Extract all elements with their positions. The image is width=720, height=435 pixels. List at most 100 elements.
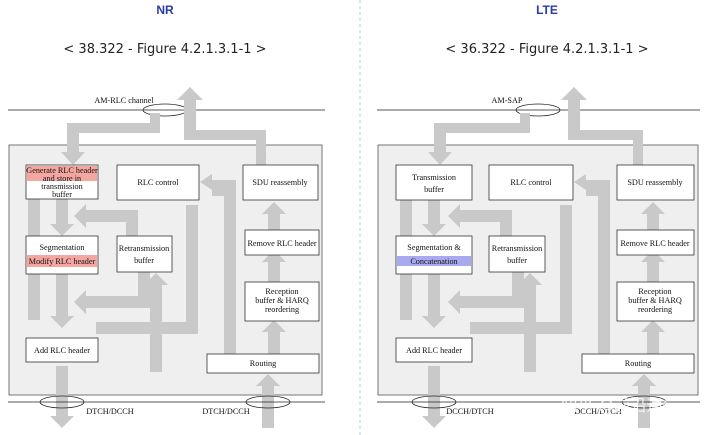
lte-add-label: Add RLC header — [406, 346, 462, 355]
nr-arrow-retx-down — [74, 272, 150, 314]
lte-bottom-right-label: DCCH/DTCH — [574, 407, 621, 416]
nr-arrow-sap-to-generate — [61, 113, 160, 165]
lte-concat-highlight — [397, 256, 471, 266]
nr-routing-label: Routing — [250, 359, 276, 368]
nr-retransmission-box: Retransmission buffer — [116, 235, 173, 273]
lte-remove-label: Remove RLC header — [620, 239, 689, 248]
nr-figure-ref: < 38.322 - Figure 4.2.1.3.1-1 > — [63, 42, 266, 57]
nr-arrow-routing-to-control — [200, 174, 236, 356]
lte-arrow-bottom-to-routing — [632, 374, 656, 428]
lte-section: LTE < 36.322 - Figure 4.2.1.3.1-1 > AM-S… — [377, 3, 700, 428]
nr-arrow-remove-to-sdu — [262, 202, 286, 230]
nr-add-header-box: Add RLC header — [25, 337, 99, 363]
nr-reception-box: Reception buffer & HARQ reordering — [244, 281, 320, 322]
nr-retx-label-1: Retransmission — [119, 244, 170, 253]
lte-routing-label: Routing — [625, 359, 651, 368]
lte-routing-box: Routing — [581, 353, 695, 374]
lte-arrow-routing-to-reception — [641, 320, 665, 354]
nr-arrow-add-to-bottom — [50, 366, 74, 428]
lte-figure-ref: < 36.322 - Figure 4.2.1.3.1-1 > — [445, 42, 648, 57]
nr-arrow-bottom-to-routing — [256, 374, 280, 428]
lte-arrow-routing-to-control — [574, 174, 610, 356]
nr-add-label: Add RLC header — [34, 346, 90, 355]
nr-retx-frame — [116, 235, 173, 273]
lte-arrow-remove-to-sdu — [641, 202, 665, 230]
nr-seg-label: Segmentation — [39, 243, 84, 252]
lte-arrow-tx-to-seg — [422, 198, 446, 236]
nr-generate-text-1: Generate RLC header — [26, 166, 98, 175]
lte-arrow-add-to-bottom — [422, 366, 446, 428]
lte-sdu-frame — [616, 164, 695, 201]
nr-modify-highlight — [27, 255, 97, 267]
nr-section: NR < 38.322 - Figure 4.2.1.3.1-1 > AM-RL… — [8, 3, 325, 428]
lte-retransmission-box: Retransmission buffer — [488, 235, 546, 273]
nr-remove-header-box: Remove RLC header — [244, 229, 320, 256]
nr-arrow-seg-to-add — [50, 274, 74, 328]
lte-sdu-label: SDU reassembly — [627, 178, 683, 187]
lte-reception-box: Reception buffer & HARQ reordering — [616, 281, 695, 322]
lte-seg-frame — [395, 235, 473, 275]
nr-reception-frame — [244, 281, 320, 322]
nr-rlc-control-frame — [116, 164, 200, 201]
nr-flow-arrows — [28, 87, 286, 428]
lte-segmentation-box: Segmentation & Concatenation — [395, 235, 473, 275]
lte-rlc-control-box: RLC control — [488, 164, 574, 201]
nr-remove-label: Remove RLC header — [247, 239, 316, 248]
nr-bottom-left-label: DTCH/DCCH — [86, 407, 133, 416]
lte-top-channel-label: AM-SAP — [492, 96, 523, 105]
nr-modify-label: Modify RLC header — [29, 257, 96, 266]
nr-generate-text-4: buffer — [52, 190, 72, 199]
lte-bottom-right-ellipse — [621, 395, 667, 409]
lte-remove-frame — [616, 229, 695, 256]
nr-remove-frame — [244, 229, 320, 256]
lte-arrow-control-down — [470, 205, 572, 334]
lte-seg-label: Segmentation & — [407, 243, 461, 252]
nr-generate-text-2: and store in — [43, 174, 81, 183]
nr-bottom-right-ellipse — [245, 395, 291, 409]
lte-retx-frame — [488, 235, 546, 273]
lte-sdu-reassembly-box: SDU reassembly — [616, 164, 695, 201]
nr-reception-label-3: reordering — [265, 305, 299, 314]
nr-arrow-routing-to-reception — [262, 320, 286, 354]
nr-reception-label-1: Reception — [265, 287, 298, 296]
nr-bottom-right-label: DTCH/DCCH — [202, 407, 249, 416]
nr-bottom-left-ellipse — [39, 395, 85, 409]
lte-arrow-retx-to-seg — [448, 204, 512, 236]
nr-rlc-control-label: RLC control — [137, 178, 179, 187]
lte-arrow-retx-down — [448, 272, 524, 314]
lte-reception-label-2: buffer & HARQ — [628, 296, 682, 305]
nr-top-channel-label: AM-RLC channel — [94, 96, 154, 105]
nr-sdu-frame — [242, 164, 319, 201]
lte-remove-header-box: Remove RLC header — [616, 229, 695, 256]
lte-tx-buffer-box: Transmission buffer — [395, 164, 473, 201]
lte-flow-arrows — [400, 87, 665, 428]
nr-add-frame — [25, 337, 99, 363]
lte-rlc-control-frame — [488, 164, 574, 201]
nr-generate-highlight — [27, 166, 97, 181]
nr-sdu-label: SDU reassembly — [252, 178, 308, 187]
lte-reception-frame — [616, 281, 695, 322]
lte-tx-frame — [395, 164, 473, 201]
lte-add-header-box: Add RLC header — [395, 337, 473, 363]
nr-arrow-control-down — [96, 205, 198, 334]
nr-generate-box: Generate RLC header and store in transmi… — [25, 164, 99, 200]
lte-arrow-reassembly-to-sap — [561, 87, 643, 168]
lte-tx-label-2: buffer — [424, 185, 444, 194]
lte-reception-label-3: reordering — [638, 305, 672, 314]
nr-reception-label-2: buffer & HARQ — [255, 296, 309, 305]
nr-segmentation-box: Segmentation Modify RLC header — [25, 235, 99, 275]
nr-routing-box: Routing — [206, 353, 320, 374]
lte-retx-label-1: Retransmission — [492, 244, 543, 253]
lte-concat-label: Concatenation — [410, 257, 457, 266]
nr-arrow-reassembly-to-sap — [177, 87, 266, 168]
watermark: 知乎 @前沿通信 — [561, 396, 678, 415]
nr-arrow-generate-to-seg — [50, 198, 74, 236]
lte-arrow-sap-to-tx — [428, 113, 530, 165]
nr-rlc-control-box: RLC control — [116, 164, 200, 201]
nr-sdu-reassembly-box: SDU reassembly — [242, 164, 319, 201]
lte-arrow-seg-to-add — [422, 274, 446, 328]
nr-arrow-up-to-retx — [144, 273, 168, 372]
lte-top-sap-ellipse — [515, 103, 561, 117]
lte-rlc-control-label: RLC control — [510, 178, 552, 187]
